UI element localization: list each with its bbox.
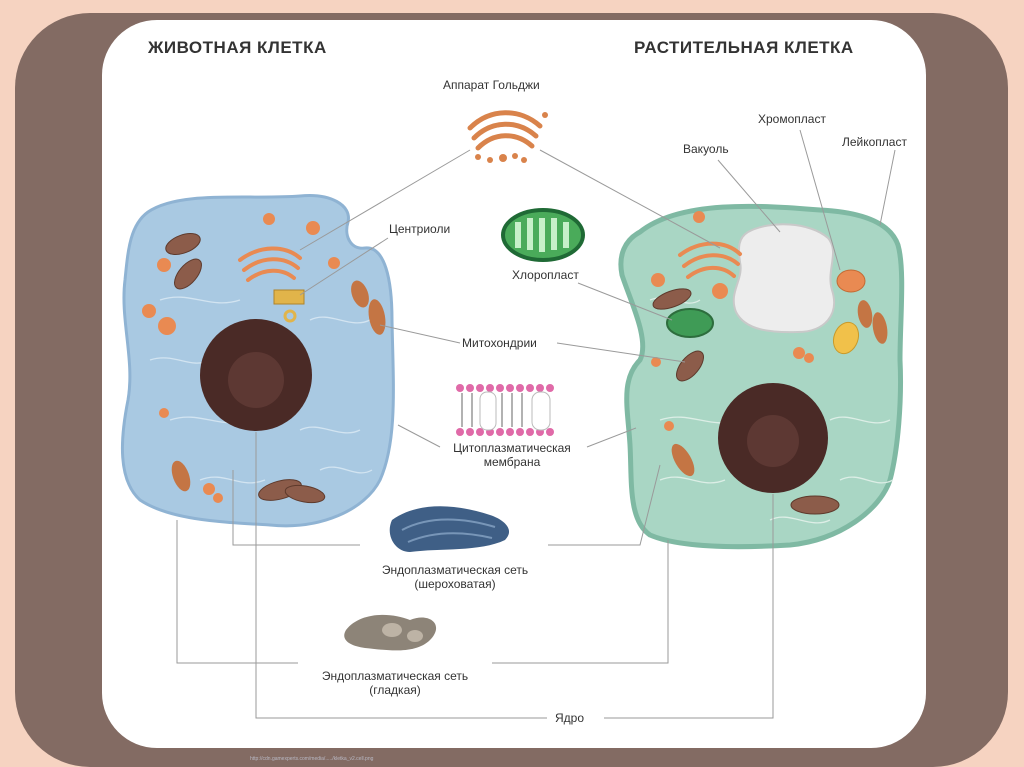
plant-cell — [618, 203, 905, 550]
leucoplast-label: Лейкопласт — [842, 135, 907, 149]
golgi-label: Аппарат Гольджи — [443, 78, 540, 92]
plant-cell-title: РАСТИТЕЛЬНАЯ КЛЕТКА — [634, 38, 854, 57]
rough-er-label-line1: Эндоплазматическая сеть — [381, 563, 529, 577]
membrane-illustration — [456, 384, 554, 436]
chloroplast-illustration — [501, 208, 585, 262]
membrane-label-line1: Цитоплазматическая — [453, 441, 571, 455]
smooth-er-label: Эндоплазматическая сеть (гладкая) — [302, 669, 488, 697]
mitochondria-label: Митохондрии — [462, 336, 537, 350]
chromoplast-label: Хромопласт — [758, 112, 826, 126]
membrane-label-line2: мембрана — [483, 455, 541, 469]
nucleus-label: Ядро — [555, 711, 585, 725]
rough-er-label: Эндоплазматическая сеть (шероховатая) — [362, 563, 548, 591]
golgi-illustration — [467, 110, 548, 163]
centrioles-label: Центриоли — [389, 222, 451, 236]
chloroplast-label: Хлоропласт — [512, 268, 579, 282]
smooth-er-illustration — [344, 614, 437, 651]
source-url: http://cdn.gamexperts.com/media/...../kl… — [250, 756, 374, 762]
animal-cell — [121, 194, 395, 528]
rough-er-label-line2: (шероховатая) — [414, 577, 496, 591]
smooth-er-label-line1: Эндоплазматическая сеть — [321, 669, 469, 683]
vacuole-label: Вакуоль — [683, 142, 729, 156]
animal-cell-title: ЖИВОТНАЯ КЛЕТКА — [148, 38, 327, 57]
membrane-label: Цитоплазматическая мембрана — [437, 441, 587, 469]
rough-er-illustration — [389, 506, 510, 552]
smooth-er-label-line2: (гладкая) — [369, 683, 421, 697]
